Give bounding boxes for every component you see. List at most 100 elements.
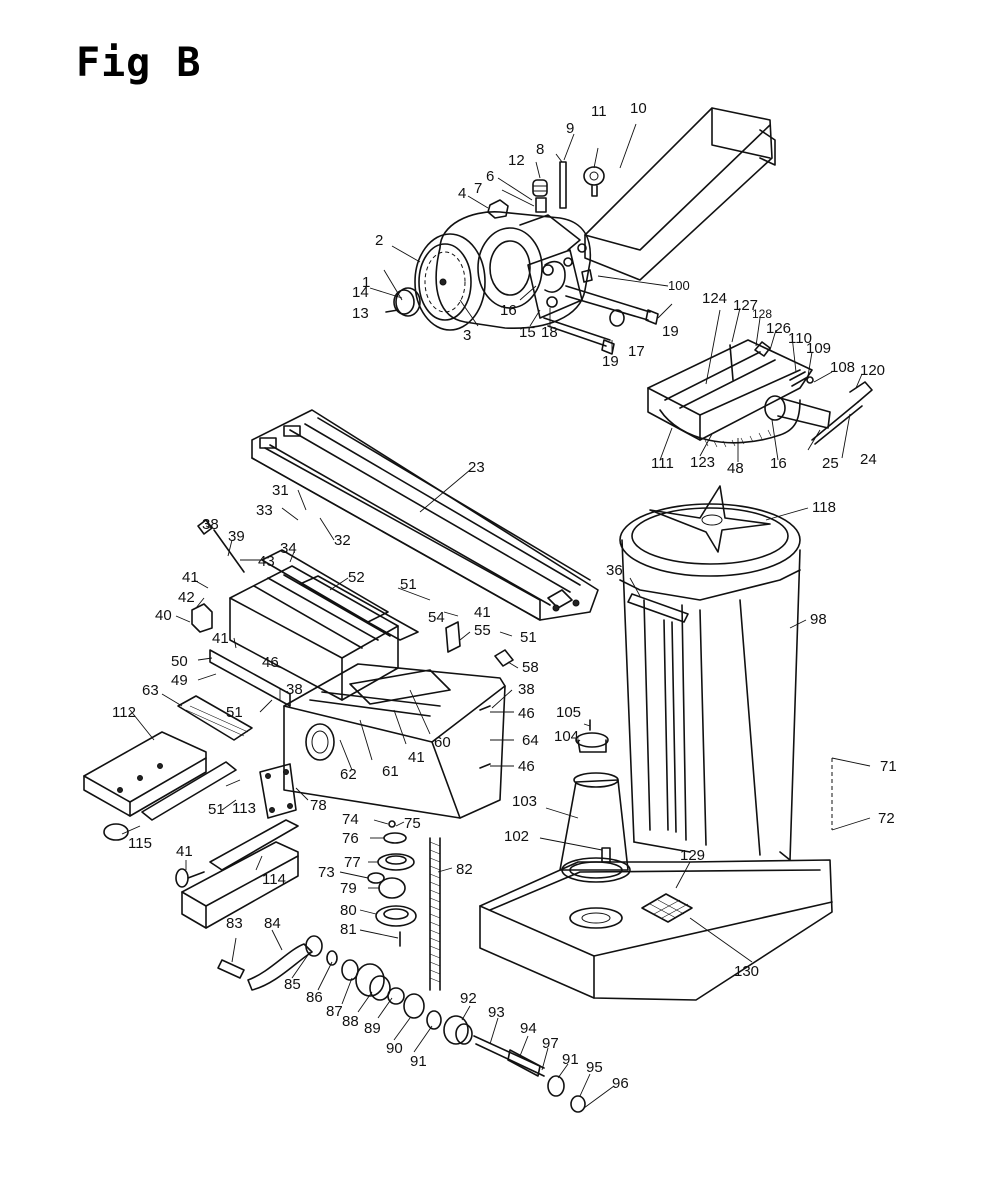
callout-111: 111 — [651, 455, 674, 472]
callout-49: 49 — [171, 672, 188, 689]
callout-85: 85 — [284, 976, 301, 993]
callout-112: 112 — [112, 704, 136, 721]
callout-71: 71 — [880, 758, 897, 775]
callout-110: 110 — [788, 330, 812, 347]
callout-123: 123 — [690, 454, 715, 471]
callout-32: 32 — [334, 532, 351, 549]
callout-18: 18 — [541, 324, 558, 341]
callout-64: 64 — [522, 732, 539, 749]
callout-93: 93 — [488, 1004, 505, 1021]
callout-124: 124 — [702, 290, 727, 307]
callout-51: 51 — [520, 629, 537, 646]
elevating-screw-assembly — [367, 820, 441, 991]
callout-120: 120 — [860, 362, 885, 379]
callout-42: 42 — [178, 589, 195, 606]
callout-78: 78 — [310, 797, 327, 814]
callout-16: 16 — [500, 302, 517, 319]
leader-lines — [121, 123, 871, 1109]
callout-94: 94 — [520, 1020, 537, 1037]
callout-43: 43 — [258, 553, 275, 570]
callout-88: 88 — [342, 1013, 359, 1030]
callout-82: 82 — [456, 861, 473, 878]
callout-19: 19 — [662, 323, 679, 340]
callout-41: 41 — [212, 630, 229, 647]
callout-38: 38 — [202, 516, 219, 533]
column-adapter — [559, 719, 631, 883]
callout-89: 89 — [364, 1020, 381, 1037]
callout-41: 41 — [408, 749, 425, 766]
callout-23: 23 — [468, 459, 485, 476]
callout-51: 51 — [208, 801, 225, 818]
callout-54: 54 — [428, 609, 445, 626]
callout-46: 46 — [518, 758, 535, 775]
callout-63: 63 — [142, 682, 159, 699]
callout-10: 10 — [630, 100, 647, 117]
callout-109: 109 — [806, 340, 831, 357]
callout-80: 80 — [340, 902, 357, 919]
callout-11: 11 — [591, 103, 607, 120]
callout-128: 128 — [752, 307, 772, 321]
callout-79: 79 — [340, 880, 357, 897]
figure-title: Fig B — [76, 40, 202, 86]
callout-50: 50 — [171, 653, 188, 670]
callout-7: 7 — [474, 180, 482, 197]
callout-74: 74 — [342, 811, 359, 828]
callout-48: 48 — [727, 460, 744, 477]
callout-31: 31 — [272, 482, 289, 499]
callout-126: 126 — [766, 320, 791, 337]
swivel-base-assembly — [647, 339, 873, 448]
callout-84: 84 — [264, 915, 281, 932]
callout-92: 92 — [460, 990, 477, 1007]
callout-87: 87 — [326, 1003, 343, 1020]
callout-15: 15 — [519, 324, 536, 341]
callout-102: 102 — [504, 828, 529, 845]
callout-13: 13 — [352, 305, 369, 322]
callout-105: 105 — [556, 704, 581, 721]
callout-103: 103 — [512, 793, 537, 810]
callout-33: 33 — [256, 502, 273, 519]
callout-38: 38 — [286, 681, 303, 698]
callout-41: 41 — [182, 569, 199, 586]
callout-90: 90 — [386, 1040, 403, 1057]
callout-62: 62 — [340, 766, 357, 783]
callout-46: 46 — [518, 705, 535, 722]
callout-51: 51 — [226, 704, 243, 721]
callout-91: 91 — [562, 1051, 579, 1068]
callout-14: 14 — [352, 284, 369, 301]
callout-9: 9 — [566, 120, 574, 137]
callout-72: 72 — [878, 810, 895, 827]
callout-98: 98 — [810, 611, 827, 628]
callout-16: 16 — [770, 455, 787, 472]
callout-130: 130 — [734, 963, 759, 980]
ram-assembly — [385, 107, 776, 355]
callout-41: 41 — [474, 604, 491, 621]
callout-4: 4 — [458, 185, 466, 202]
callout-91: 91 — [410, 1053, 427, 1070]
callout-17: 17 — [628, 343, 645, 360]
callout-81: 81 — [340, 921, 357, 938]
callout-1: 1 — [362, 274, 370, 291]
callout-41: 41 — [176, 843, 193, 860]
callout-52: 52 — [348, 569, 365, 586]
callout-12: 12 — [508, 152, 525, 169]
callout-25: 25 — [822, 455, 839, 472]
callout-60: 60 — [434, 734, 451, 751]
callout-58: 58 — [522, 659, 539, 676]
callout-113: 113 — [232, 800, 256, 817]
callout-61: 61 — [382, 763, 399, 780]
callout-97: 97 — [542, 1035, 559, 1052]
callout-73: 73 — [318, 864, 335, 881]
callout-127: 127 — [733, 297, 758, 314]
callout-3: 3 — [463, 327, 471, 344]
callout-34: 34 — [280, 540, 297, 557]
callout-104: 104 — [554, 728, 579, 745]
callout-36: 36 — [606, 562, 623, 579]
callout-115: 115 — [128, 835, 152, 852]
callout-24: 24 — [860, 451, 877, 468]
callout-83: 83 — [226, 915, 243, 932]
callout-39: 39 — [228, 528, 245, 545]
callout-2: 2 — [375, 232, 383, 249]
